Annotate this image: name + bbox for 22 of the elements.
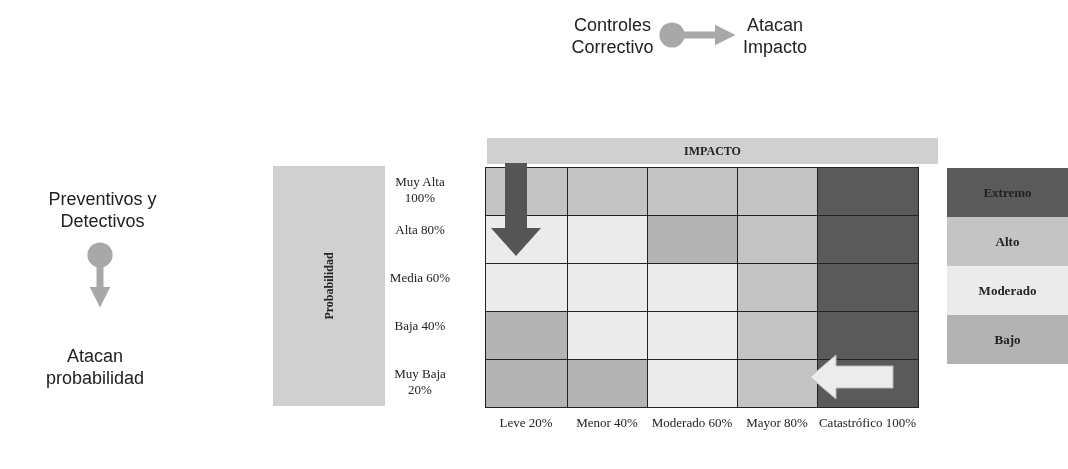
row-label: Muy Alta 100%	[394, 174, 446, 207]
column-label: Leve 20%	[498, 415, 554, 432]
caption-text: Controles Correctivo	[560, 14, 665, 60]
axis-band	[273, 166, 385, 406]
legend-label: Moderado	[978, 282, 1037, 299]
legend-label: Bajo	[994, 331, 1021, 348]
caption-text: Preventivos y Detectivos	[35, 188, 170, 234]
caption-text: Atacan probabilidad	[30, 345, 160, 391]
pin-arrow	[659, 22, 736, 48]
header-band	[487, 138, 938, 164]
row-label: Muy Baja 20%	[393, 366, 447, 399]
legend-label: Extremo	[983, 184, 1032, 201]
axis-title: IMPACTO	[684, 143, 741, 159]
legend-label: Alto	[995, 233, 1020, 250]
row-label: Alta 80%	[394, 222, 446, 239]
caption-text: Atacan Impacto	[735, 14, 815, 60]
row-label: Baja 40%	[393, 318, 447, 335]
pin-arrow	[87, 242, 113, 308]
column-label: Moderado 60%	[650, 415, 734, 432]
axis-title: Probabilidad	[321, 252, 337, 320]
row-label: Media 60%	[388, 270, 452, 287]
column-label: Catastrófico 100%	[817, 415, 918, 432]
